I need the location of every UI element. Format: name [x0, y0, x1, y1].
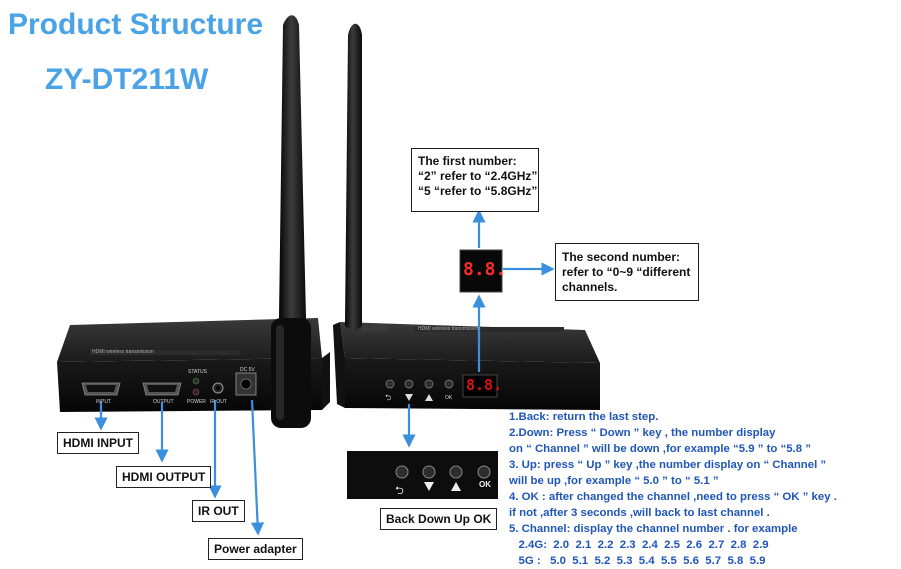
antenna-right [345, 23, 362, 330]
instruction-line-8: 5. Channel: display the channel number .… [509, 523, 798, 535]
back-icon: ⮌ [395, 484, 404, 497]
port-dc-label: DC 5V [240, 367, 255, 373]
callout-first-line2: “2” refer to “2.4GHz” [418, 169, 538, 183]
label-power-adapter: Power adapter [208, 538, 303, 560]
device-display-digits: 8.8. [466, 376, 503, 394]
up-icon [451, 482, 461, 491]
callout-second-line1: The second number: [562, 250, 681, 264]
button-panel-zoom [347, 451, 498, 499]
label-ir-out: IR OUT [192, 500, 245, 522]
port-output-label: OUTPUT [153, 399, 174, 405]
callout-first-line3: “5 “refer to “5.8GHz” [418, 184, 538, 198]
label-hdmi-input: HDMI INPUT [57, 432, 139, 454]
receiver-caption: HDMI wireless transmission [418, 326, 480, 332]
instruction-line-3: on “ Channel ” will be down ,for example… [509, 443, 811, 455]
instruction-line-2: 2.Down: Press “ Down ” key , the number … [509, 427, 776, 439]
instruction-line-6: 4. OK : after changed the channel ,need … [509, 491, 837, 503]
down-icon [424, 482, 434, 491]
svg-text:OK: OK [445, 395, 453, 401]
instruction-line-10: 5G : 5.0 5.1 5.2 5.3 5.4 5.5 5.6 5.7 5.8… [509, 555, 766, 567]
zoomed-display [459, 249, 503, 293]
svg-text:⮌: ⮌ [385, 393, 391, 402]
port-power-label: POWER [187, 399, 206, 405]
antenna-left [271, 15, 311, 428]
instruction-line-1: 1.Back: return the last step. [509, 411, 659, 423]
front-caption: HDMI wireless transmission [92, 349, 154, 355]
arrow-power-adapter [250, 399, 265, 536]
callout-second-number: The second number: refer to “0~9 “differ… [555, 243, 699, 301]
instruction-line-9: 2.4G: 2.0 2.1 2.2 2.3 2.4 2.5 2.6 2.7 2.… [509, 539, 769, 551]
callout-first-line1: The first number: [418, 154, 517, 168]
label-hdmi-output: HDMI OUTPUT [116, 466, 212, 488]
callout-second-line3: channels. [562, 280, 618, 294]
instruction-line-4: 3. Up: press “ Up ” key ,the number disp… [509, 459, 827, 471]
zoomed-display-digits: 8.8. [463, 259, 507, 280]
model-number: ZY-DT211W [45, 63, 209, 96]
button-panel-caption: Back Down Up OK [380, 508, 498, 530]
instruction-line-7: if not ,after 3 seconds ,will back to la… [509, 507, 770, 519]
instruction-line-5: will be up ,for example “ 5.0 ” to “ 5.1… [509, 475, 719, 487]
callout-second-line2: refer to “0~9 “different [562, 265, 691, 279]
callout-first-number: The first number: “2” refer to “2.4GHz” … [411, 148, 539, 212]
ok-icon: OK [479, 480, 491, 489]
port-status-label: STATUS [188, 369, 207, 375]
port-ir-label: IR OUT [210, 399, 227, 405]
page-title: Product Structure [8, 8, 264, 41]
receiver-device: ⮌ OK [333, 322, 600, 410]
port-input-label: INPUT [96, 399, 111, 405]
transmitter-device [57, 318, 330, 412]
